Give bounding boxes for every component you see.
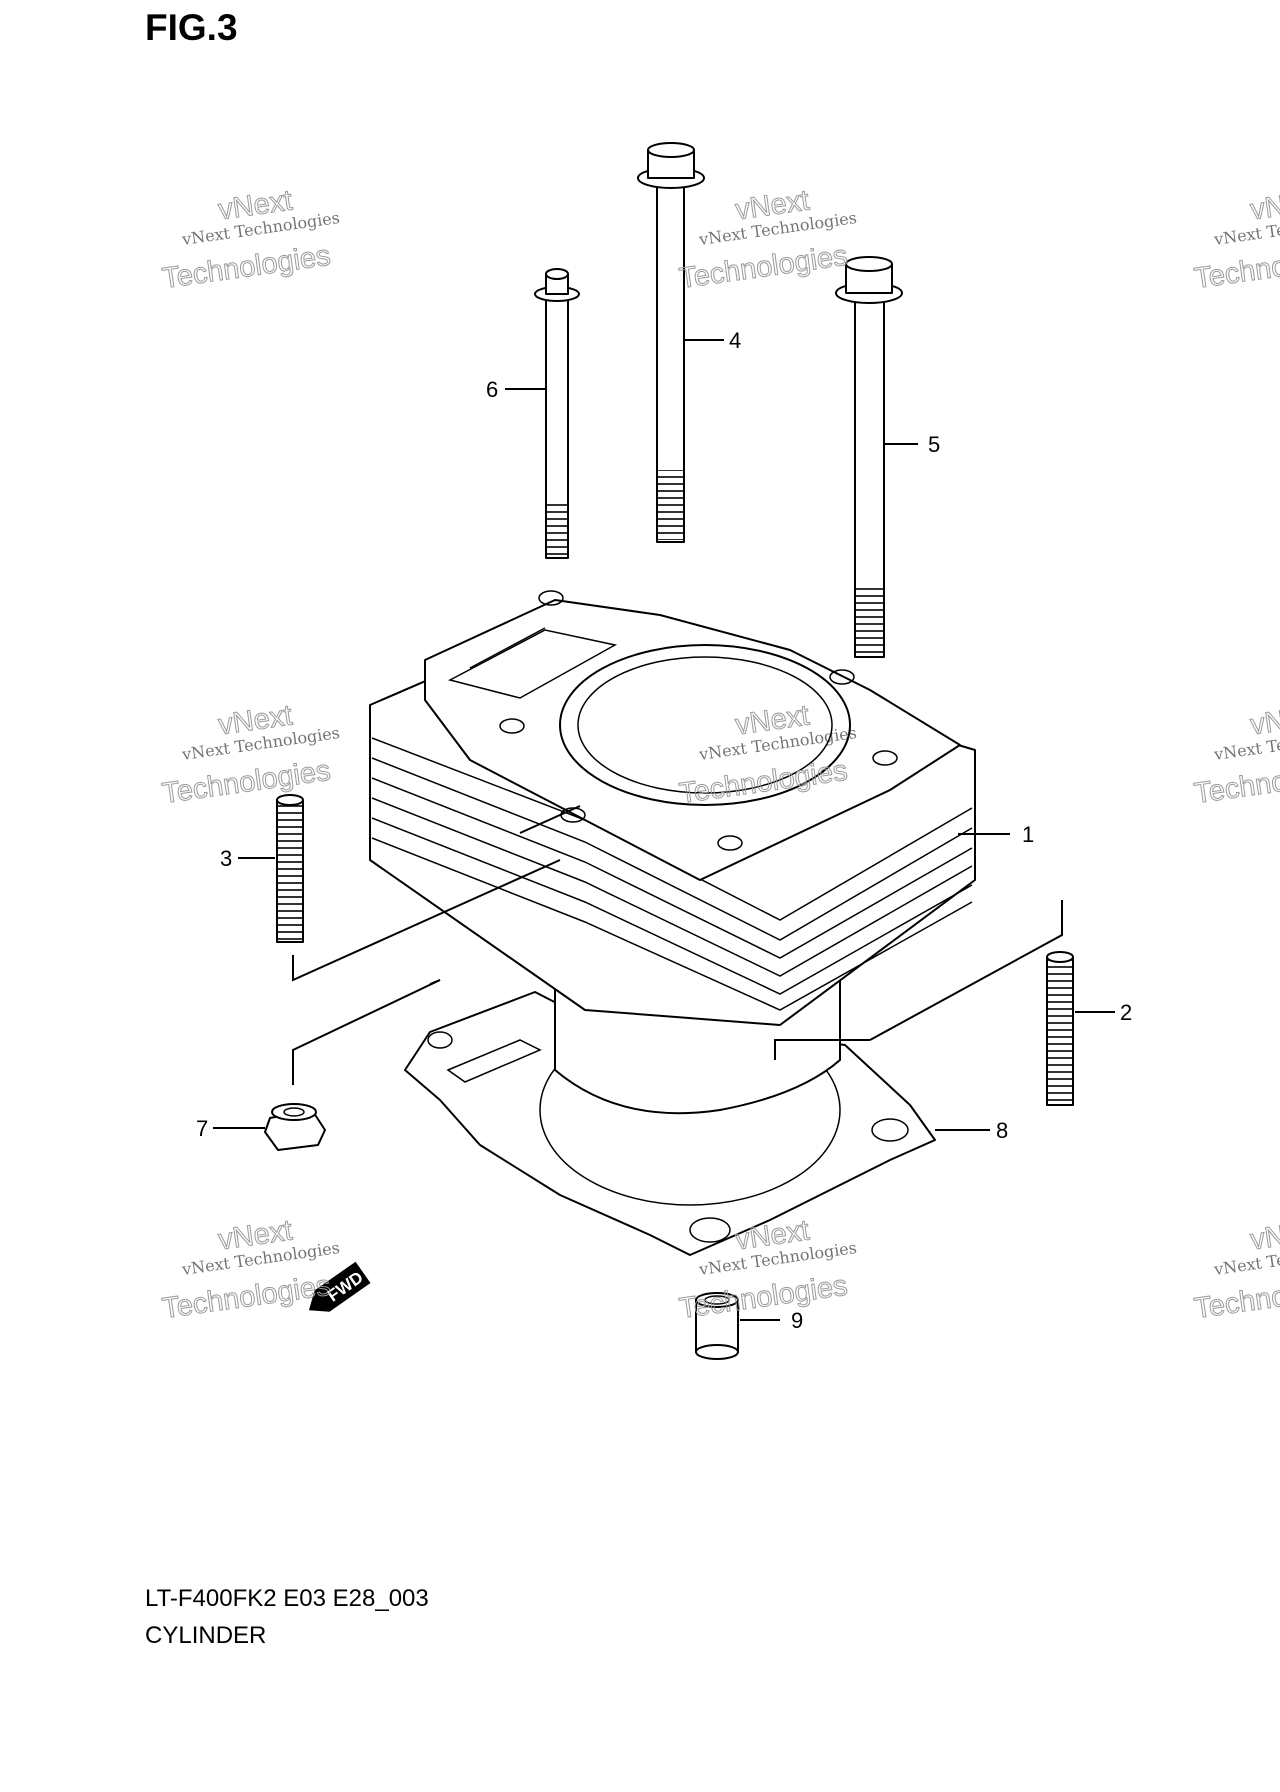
callout-9: 9 (791, 1308, 803, 1333)
alignment-lines (292, 805, 1063, 1085)
bolt-5 (835, 256, 903, 658)
stud-bolt-3 (276, 794, 304, 943)
callout-3: 3 (220, 846, 232, 871)
model-code: LT-F400FK2 E03 E28_003 (145, 1585, 429, 1612)
stud-bolt-2 (1046, 951, 1074, 1106)
svg-text:Technologies: Technologies (1192, 755, 1280, 810)
callout-7: 7 (196, 1116, 208, 1141)
svg-text:Technologies: Technologies (1192, 1270, 1280, 1325)
svg-text:vNext: vNext (1248, 1215, 1280, 1257)
callout-8: 8 (996, 1118, 1008, 1143)
cylinder-1 (369, 590, 976, 1115)
watermark-3: vNext Technologies vNext Technologies (1192, 184, 1280, 295)
watermark-1: vNext Technologies vNext Technologies (160, 184, 341, 295)
callout-6: 6 (486, 377, 498, 402)
figure-title: FIG.3 (145, 7, 238, 48)
svg-text:vNext: vNext (1248, 700, 1280, 742)
watermark-6: vNext Technologies vNext Technologies (1192, 699, 1280, 810)
dowel-pin-9 (695, 1292, 739, 1360)
watermark-2: vNext Technologies vNext Technologies (677, 184, 858, 295)
callout-1: 1 (1022, 822, 1034, 847)
flange-nut-7 (264, 1103, 326, 1151)
callout-leaders (213, 339, 1115, 1321)
callout-5: 5 (928, 432, 940, 457)
callout-2: 2 (1120, 1000, 1132, 1025)
watermark-9: vNext Technologies vNext Technologies (1192, 1214, 1280, 1325)
callout-4: 4 (729, 328, 741, 353)
watermark-4: vNext Technologies vNext Technologies (160, 699, 341, 810)
bolt-6 (534, 268, 580, 559)
bolt-4 (637, 142, 705, 543)
svg-text:vNext: vNext (1248, 185, 1280, 227)
figure-caption: CYLINDER (145, 1622, 266, 1649)
watermark-7: vNext Technologies vNext Technologies (160, 1214, 341, 1325)
svg-text:Technologies: Technologies (1192, 240, 1280, 295)
